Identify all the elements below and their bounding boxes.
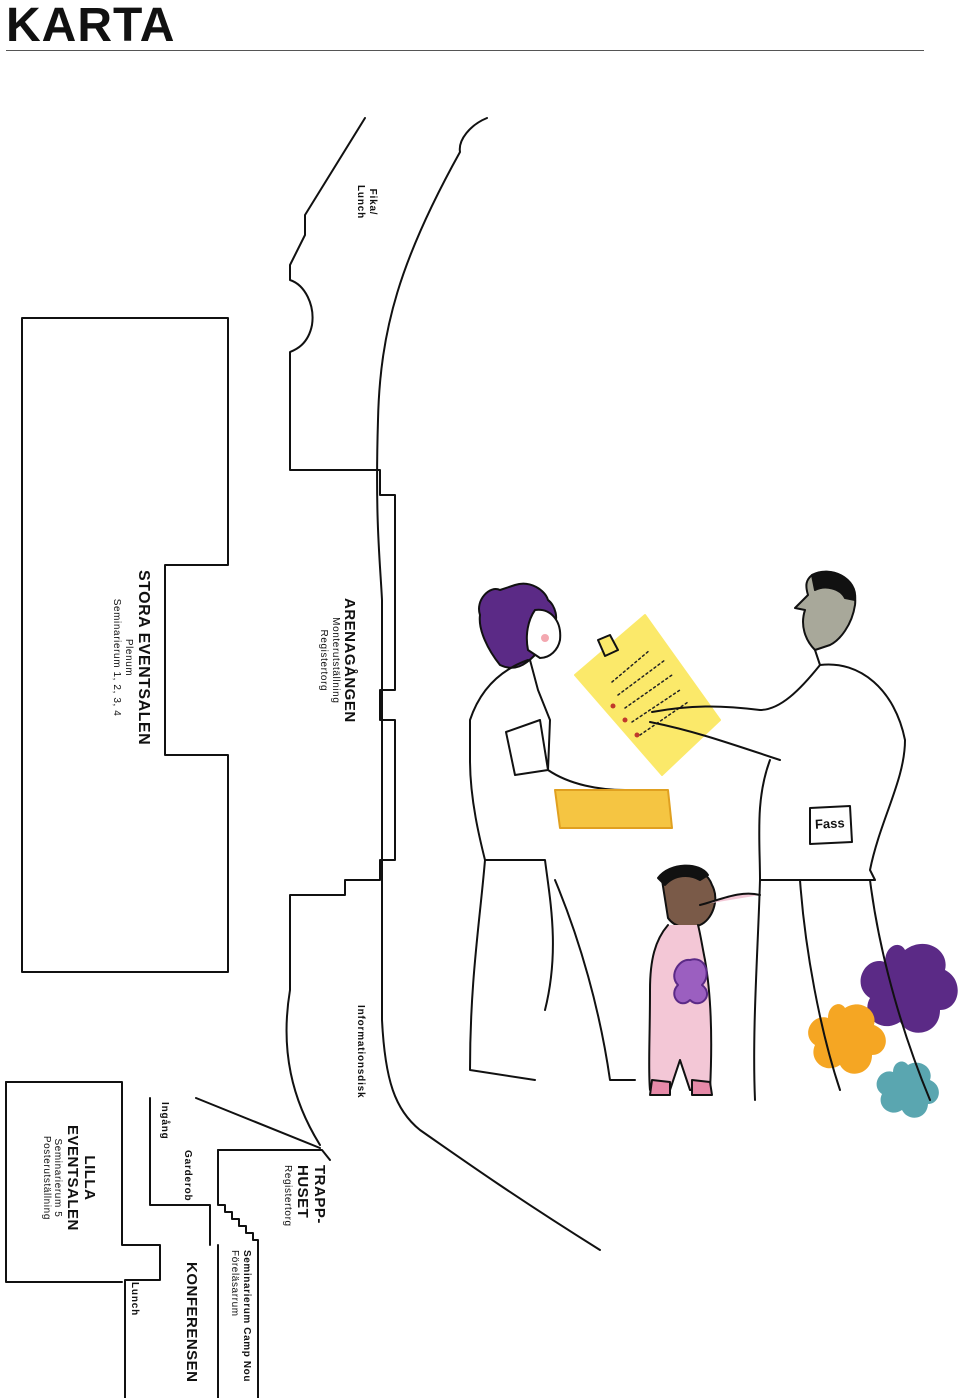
- lunch-label-line: Lunch: [355, 185, 367, 219]
- lilla-eventsalen-line: Seminarierum 5: [52, 1138, 64, 1218]
- lunch-label: Lunch: [129, 1282, 140, 1316]
- trapphuset-line: Registertorg: [282, 1165, 294, 1227]
- stairs: [217, 1149, 259, 1398]
- garderob-outline: [149, 1097, 211, 1246]
- page-title: KARTA: [6, 0, 176, 52]
- konferensen-line: Föreläsarrum: [229, 1250, 241, 1317]
- stora-eventsalen-line: Plenum: [122, 638, 134, 677]
- teal-flower-icon: [876, 1061, 939, 1118]
- garderob-label: Garderob: [182, 1150, 193, 1202]
- lilla-eventsalen-name: LILLA: [81, 1155, 98, 1201]
- stora-eventsalen-outline: [21, 317, 229, 973]
- trapphuset-outline: [217, 1149, 331, 1161]
- stora-eventsalen-name: STORA EVENTSALEN: [135, 570, 152, 746]
- fika-lunch-label: Fika/ Lunch: [355, 185, 379, 219]
- stora-eventsalen-label: STORA EVENTSALEN Plenum Seminarierum 1, …: [111, 570, 152, 745]
- clipboard-icon: [574, 614, 721, 776]
- ingang-label: Ingång: [159, 1102, 170, 1140]
- konferensen-name: KONFERENSEN: [183, 1262, 200, 1383]
- arenagangen-label: ARENAGÅNGEN Monterutställning Registerto…: [318, 598, 358, 723]
- fika-label-line: Fika/: [367, 188, 378, 216]
- trapphuset-name: TRAPP-: [311, 1165, 328, 1224]
- people-illustration: [469, 570, 931, 1101]
- konferensen-label: KONFERENSEN: [183, 1262, 200, 1383]
- arenagangen-line: Registertorg: [318, 629, 330, 692]
- stora-eventsalen-line: Seminarierum 1, 2, 3, 4: [111, 598, 123, 717]
- arenagangen-line: Monterutställning: [329, 617, 341, 704]
- konferensen-line: Seminarierum Camp Nou: [241, 1250, 252, 1383]
- inner-wall: [285, 117, 396, 1146]
- lilla-eventsalen-label: LILLA EVENTSALEN Seminarierum 5 Posterut…: [41, 1125, 98, 1231]
- purple-flower-icon: [860, 943, 958, 1033]
- trapphuset-name: HUSET: [293, 1165, 311, 1219]
- fass-folder-label: Fass: [814, 815, 846, 832]
- informationsdisk-label: Informationsdisk: [355, 1005, 366, 1099]
- orange-flower-icon: [808, 1004, 886, 1074]
- lilla-eventsalen-line: Posterutställning: [41, 1135, 52, 1220]
- lilla-eventsalen-name: EVENTSALEN: [63, 1125, 81, 1231]
- trapphuset-label: TRAPP- HUSET Registertorg: [282, 1165, 329, 1227]
- title-divider: [6, 50, 924, 51]
- outer-wall: [376, 117, 601, 1251]
- lilla-eventsalen-outline: [5, 1081, 161, 1398]
- konferensen-rooms: Seminarierum Camp Nou Föreläsarrum: [229, 1250, 253, 1383]
- arenagangen-name: ARENAGÅNGEN: [341, 598, 358, 723]
